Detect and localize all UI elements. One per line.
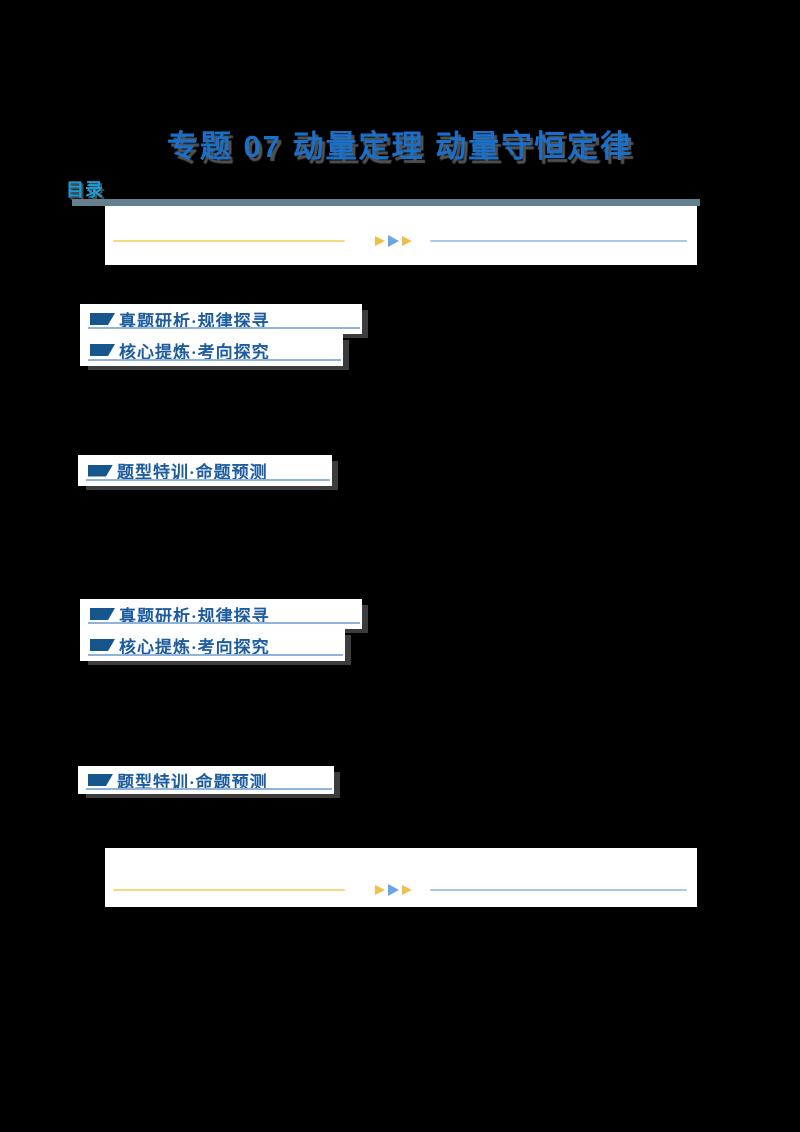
- header-underline: [86, 788, 332, 790]
- triple-play-arrows-icon: [375, 235, 415, 247]
- yellow-rule-line: [113, 240, 345, 242]
- trapezoid-flag-icon: [88, 464, 113, 477]
- decorative-divider: [105, 884, 697, 896]
- trapezoid-flag-icon: [90, 344, 115, 356]
- header-underline: [86, 479, 330, 481]
- yellow-rule-line: [113, 889, 345, 891]
- play-arrow-gold-icon: [375, 885, 385, 895]
- contents-label: 目录: [66, 180, 104, 200]
- play-arrow-blue-icon: [388, 884, 399, 896]
- trapezoid-flag-icon: [90, 639, 115, 651]
- section-header-label: 核心提炼·考向探究: [119, 637, 270, 657]
- section-header-label: 真题研析·规律探寻: [119, 606, 270, 626]
- header-underline: [88, 622, 360, 624]
- section-header-label: 核心提炼·考向探究: [119, 342, 270, 362]
- section-header-hexin-tilian-2: 核心提炼·考向探究: [80, 629, 345, 661]
- header-underline: [88, 327, 360, 329]
- trapezoid-flag-icon: [90, 313, 115, 325]
- decorative-divider: [105, 235, 697, 247]
- play-arrow-blue-icon: [388, 235, 399, 247]
- play-arrow-gold-icon: [402, 885, 412, 895]
- play-arrow-gold-icon: [375, 236, 385, 246]
- contents-underbar: [72, 199, 700, 206]
- trapezoid-flag-icon: [88, 774, 113, 786]
- blue-rule-line: [430, 240, 687, 242]
- trapezoid-flag-icon: [90, 608, 115, 620]
- divider-panel-top: [105, 206, 697, 265]
- section-header-hexin-tilian-1: 核心提炼·考向探究: [80, 334, 343, 366]
- section-header-label: 题型特训·命题预测: [117, 772, 268, 792]
- section-header-zhenti-yanxi-2: 真题研析·规律探寻: [80, 599, 362, 629]
- divider-panel-bottom: [105, 848, 697, 907]
- section-header-tixing-texun-1: 题型特训·命题预测: [78, 455, 332, 486]
- page-title: 专题 07 动量定理 动量守恒定律: [166, 129, 634, 164]
- section-header-zhenti-yanxi-1: 真题研析·规律探寻: [80, 304, 362, 334]
- section-header-label: 真题研析·规律探寻: [119, 311, 270, 331]
- triple-play-arrows-icon: [375, 884, 415, 896]
- header-underline: [88, 359, 341, 361]
- section-header-label: 题型特训·命题预测: [117, 463, 268, 482]
- section-header-tixing-texun-2: 题型特训·命题预测: [78, 766, 334, 794]
- blue-rule-line: [430, 889, 687, 891]
- play-arrow-gold-icon: [402, 236, 412, 246]
- header-underline: [88, 654, 343, 656]
